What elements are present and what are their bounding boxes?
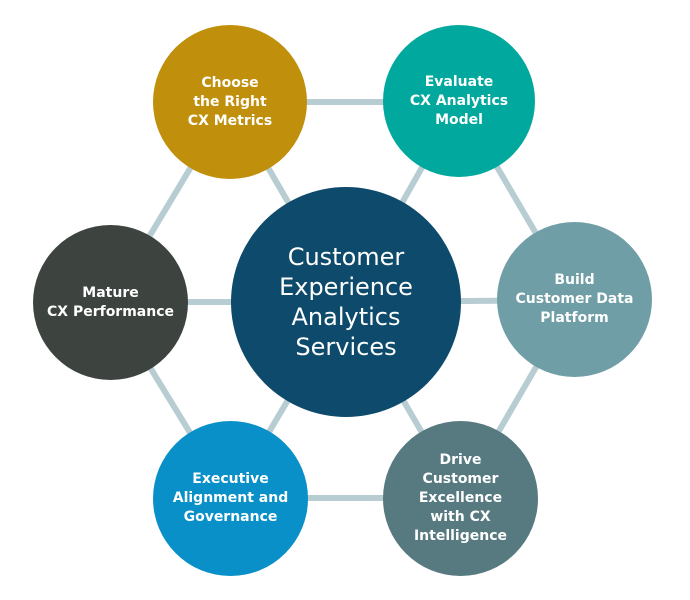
node-drive-excellence: Drive Customer Excellence with CX Intell… [383,421,538,576]
center-node: Customer Experience Analytics Services [231,187,461,417]
node-build-platform: Build Customer Data Platform [497,222,652,377]
node-mature-performance: Mature CX Performance [33,225,188,380]
node-executive-alignment: Executive Alignment and Governance [153,421,308,576]
node-evaluate-model: Evaluate CX Analytics Model [383,25,535,177]
node-choose-metrics: Choose the Right CX Metrics [153,25,307,179]
